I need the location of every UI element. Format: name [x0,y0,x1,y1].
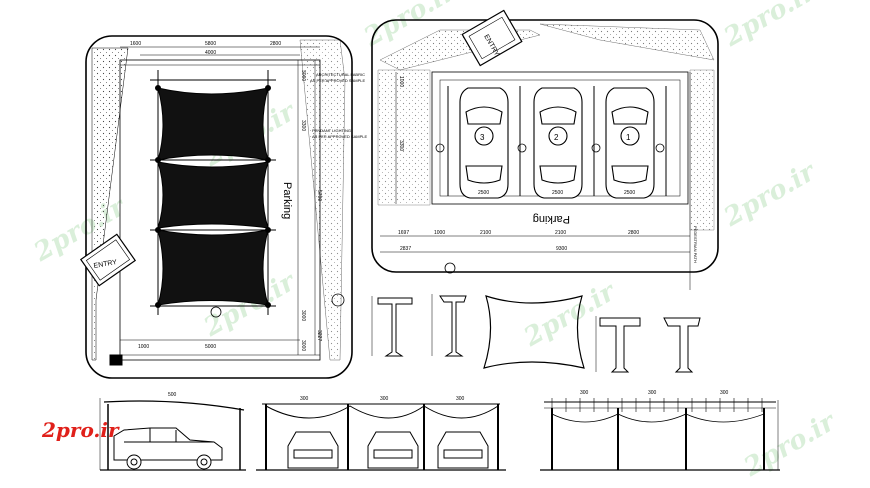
dim-label: 2100 [555,230,566,236]
dim-label: 3000 [300,70,306,81]
brand-logo: 2pro.ir [42,418,119,442]
dim-label: 3300 [398,140,404,151]
dim-label: 2100 [480,230,491,236]
entry-label: ENTRY [93,259,118,270]
dim-label: 2800 [628,230,639,236]
note-label: AS PER APPROVED SAMPLE [310,78,365,83]
dim-label: 300 [456,396,465,402]
car-front-view [287,431,489,469]
dim-label: 1697 [398,230,409,236]
dim-label: 3000 [300,310,306,321]
dim-label: 2837 [400,246,411,252]
shade-sail [157,87,269,161]
right-site-plan [371,9,719,290]
dim-label: 2500 [552,190,563,196]
parking-label: Parking [533,213,570,225]
suv-side-view [113,427,223,470]
left-site-plan [79,35,353,379]
dim-label: 2800 [270,41,281,47]
left-plan-labels: 1600 5800 4000 2800 ARCHITECTURAL FABRIC… [93,41,367,351]
car-top-view [533,87,583,199]
note-label: PEDESTRIAN PATH [693,226,698,263]
dim-label: 3227 [316,330,322,341]
note-label: ARCHITECTURAL FABRIC [316,72,365,77]
bay-number: 3 [480,133,485,142]
pergola-elevation [540,398,780,471]
dim-label: 300 [580,390,589,396]
dim-label: 1000 [398,76,404,87]
dim-label: 9300 [556,246,567,252]
dim-label: 3300 [300,120,306,131]
elevation-labels: 500 300 300 300 300 300 300 [168,390,729,402]
dim-label: 3000 [300,340,306,351]
car-top-view [605,87,655,199]
side-elevation [99,398,246,471]
dim-label: 1600 [130,41,141,47]
dim-label: 500 [168,392,177,398]
parking-label: Parking [281,182,293,219]
note-label: PENDANT LIGHTING [312,128,351,133]
dim-label: 4000 [205,50,216,56]
dim-label: 300 [648,390,657,396]
dim-label: 2500 [478,190,489,196]
dim-label: 1000 [138,344,149,350]
dim-label: 5700 [316,190,322,201]
shade-sail [157,161,269,229]
bay-number: 1 [626,133,631,142]
dim-label: 300 [380,396,389,402]
dim-label: 5800 [205,41,216,47]
entry-booth-left [79,233,137,287]
post-details [371,294,701,373]
car-top-view [459,87,509,199]
dim-label: 300 [300,396,309,402]
bay-number: 2 [554,133,559,142]
note-label: AS PER APPROVED SAMPLE [312,134,367,139]
dim-label: 2500 [624,190,635,196]
dim-label: 300 [720,390,729,396]
dim-label: 5000 [205,344,216,350]
dim-label: 1000 [434,230,445,236]
entry-booth-right [461,9,523,67]
shade-sail [157,229,269,306]
front-elevation [256,403,506,471]
